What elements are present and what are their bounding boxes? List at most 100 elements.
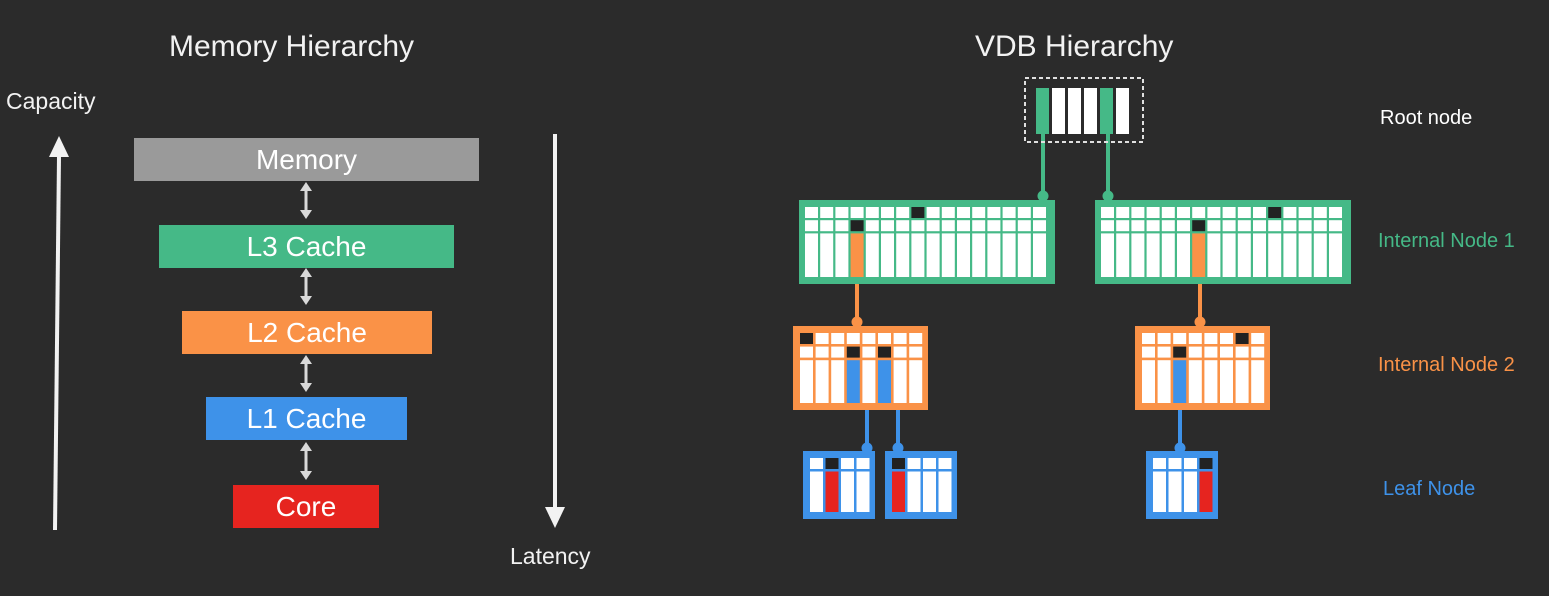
internal-node-1-right-cell-r0-c6 [1192,207,1206,218]
internal-node-2-left-tall-c2 [831,360,845,403]
internal-node-2-right-cell-r0-c0 [1142,333,1155,344]
internal-node-1-left-cell-r0-c11 [972,207,986,218]
internal-node-1-left-tall-c11 [972,233,986,277]
internal-node-2-left-cell-r0-c6 [893,333,907,344]
leaf-node-a-cell-r0-c3 [856,458,870,469]
internal-node-2-left-cell-r1-c4 [862,346,876,358]
double-arrow-up-head-1 [300,268,312,277]
leaf-node-a-tall-c0 [810,471,823,512]
internal-node-1-right-cell-r0-c15 [1329,207,1342,218]
in1-right-to-in2-dot [1194,316,1206,328]
internal-node-2-right-tall-c0 [1142,360,1155,403]
internal-node-1-right-cell-r0-c7 [1207,207,1221,218]
internal-node-2-left-tall-c3 [846,360,860,403]
internal-node-1-left-tall-c8 [926,233,940,277]
internal-node-1-right-tall-c5 [1177,233,1190,277]
leaf-node-a-cell-r0-c2 [841,458,854,469]
internal-node-1-left-cell-r0-c9 [941,207,955,218]
internal-node-1-left-cell-r0-c2 [835,207,849,218]
internal-node-2-right-tall-c1 [1157,360,1171,403]
internal-node-1-left-cell-r1-c1 [820,220,834,232]
internal-node-2-left-cell-r0-c3 [846,333,860,344]
latency-label: Latency [510,543,591,569]
internal-node-2-right-cell-r0-c3 [1188,333,1202,344]
internal-node-1-right-cell-r1-c5 [1177,220,1190,232]
double-arrow-up-head-2 [300,355,312,364]
internal-node-1-left-cell-r0-c6 [896,207,910,218]
internal-node-1-right-tall-c12 [1283,233,1297,277]
internal-node-2-right-cell-r1-c0 [1142,346,1155,358]
leaf-node-a-tall-c2 [841,471,854,512]
leaf-node-b-cell-r0-c1 [907,458,921,469]
internal-node-1-left-tall-c3 [850,233,864,277]
internal-node-1-left-cell-r0-c4 [865,207,879,218]
internal-node-1-right-cell-r1-c2 [1131,220,1145,232]
internal-node-1-right-cell-r1-c6 [1192,220,1206,232]
leaf-node-b-tall-c2 [923,471,936,512]
leaf-node-c-cell-r0-c0 [1153,458,1166,469]
internal-node-1-left-tall-c13 [1002,233,1016,277]
root-node-label: Root node [1380,107,1473,129]
memory-hierarchy-title: Memory Hierarchy [169,30,415,63]
leaf-node-c-tall-c0 [1153,471,1166,512]
internal-node-2-right-tall-c3 [1188,360,1202,403]
internal-node-1-right-cell-r0-c1 [1116,207,1130,218]
internal-node-1-left-cell-r0-c15 [1033,207,1046,218]
internal-node-2-left-cell-r1-c1 [815,346,829,358]
internal-node-2-right-cell-r0-c6 [1235,333,1249,344]
internal-node-1-left-tall-c6 [896,233,910,277]
internal-node-1-right-cell-r0-c5 [1177,207,1190,218]
in2-left-to-leaf-b-dot [892,442,904,454]
internal-node-1-right-tall-c1 [1116,233,1130,277]
core-block: Core [233,485,379,528]
internal-node-1-right-cell-r1-c10 [1253,220,1266,232]
internal-node-1-left-cell-r1-c8 [926,220,940,232]
capacity-axis-line [53,155,61,531]
root-slot-3 [1084,88,1097,134]
in2-left-to-leaf-a-dot [861,442,873,454]
in1-left-to-in2-dot [851,316,863,328]
internal-node-1-right-cell-r1-c7 [1207,220,1221,232]
internal-node-1-left-tall-c4 [865,233,879,277]
internal-node-2-left-cell-r0-c5 [878,333,891,344]
internal-node-1-left-cell-r1-c2 [835,220,849,232]
root-slot-4 [1100,88,1113,134]
internal-node-1-left-tall-c9 [941,233,955,277]
internal-node-1-left-tall-c5 [881,233,894,277]
internal-node-1-left-cell-r1-c12 [987,220,1001,232]
internal-node-1-right-tall-c15 [1329,233,1342,277]
leaf-node-b-tall-c0 [892,471,905,512]
internal-node-1-left-cell-r1-c4 [865,220,879,232]
internal-node-1-left-cell-r0-c12 [987,207,1001,218]
internal-node-2-left-cell-r1-c5 [878,346,891,358]
internal-node-1-left-tall-c15 [1033,233,1046,277]
internal-node-1-right-cell-r0-c12 [1283,207,1297,218]
internal-node-1-right-cell-r0-c14 [1313,207,1327,218]
internal-node-2-label: Internal Node 2 [1378,354,1515,376]
leaf-node-label: Leaf Node [1383,478,1476,500]
internal-node-2-left-tall-c0 [800,360,813,403]
internal-node-2-left-tall-c6 [893,360,907,403]
leaf-node-a-tall-c1 [825,471,839,512]
internal-node-2-left-cell-r0-c2 [831,333,845,344]
internal-node-2-left-tall-c7 [909,360,923,403]
internal-node-1-left-cell-r0-c8 [926,207,940,218]
memory-block: Memory [134,138,479,181]
internal-node-1-right-tall-c8 [1222,233,1236,277]
leaf-node-a-tall-c3 [856,471,870,512]
internal-node-1-right-cell-r1-c9 [1237,220,1251,232]
leaf-node-a-cell-r0-c0 [810,458,823,469]
internal-node-2-right-cell-r1-c4 [1204,346,1218,358]
internal-node-1-right-cell-r0-c0 [1101,207,1114,218]
internal-node-1-right-tall-c3 [1146,233,1160,277]
double-arrow-down-head-2 [300,383,312,392]
leaf-node-b-cell-r0-c3 [938,458,952,469]
internal-node-2-right-cell-r1-c2 [1173,346,1187,358]
internal-node-1-left-cell-r0-c5 [881,207,894,218]
internal-node-1-right-cell-r0-c4 [1161,207,1175,218]
internal-node-1-left-cell-r0-c14 [1017,207,1031,218]
internal-node-1-right-tall-c9 [1237,233,1251,277]
internal-node-2-left-cell-r1-c7 [909,346,923,358]
internal-node-1-right-cell-r1-c8 [1222,220,1236,232]
